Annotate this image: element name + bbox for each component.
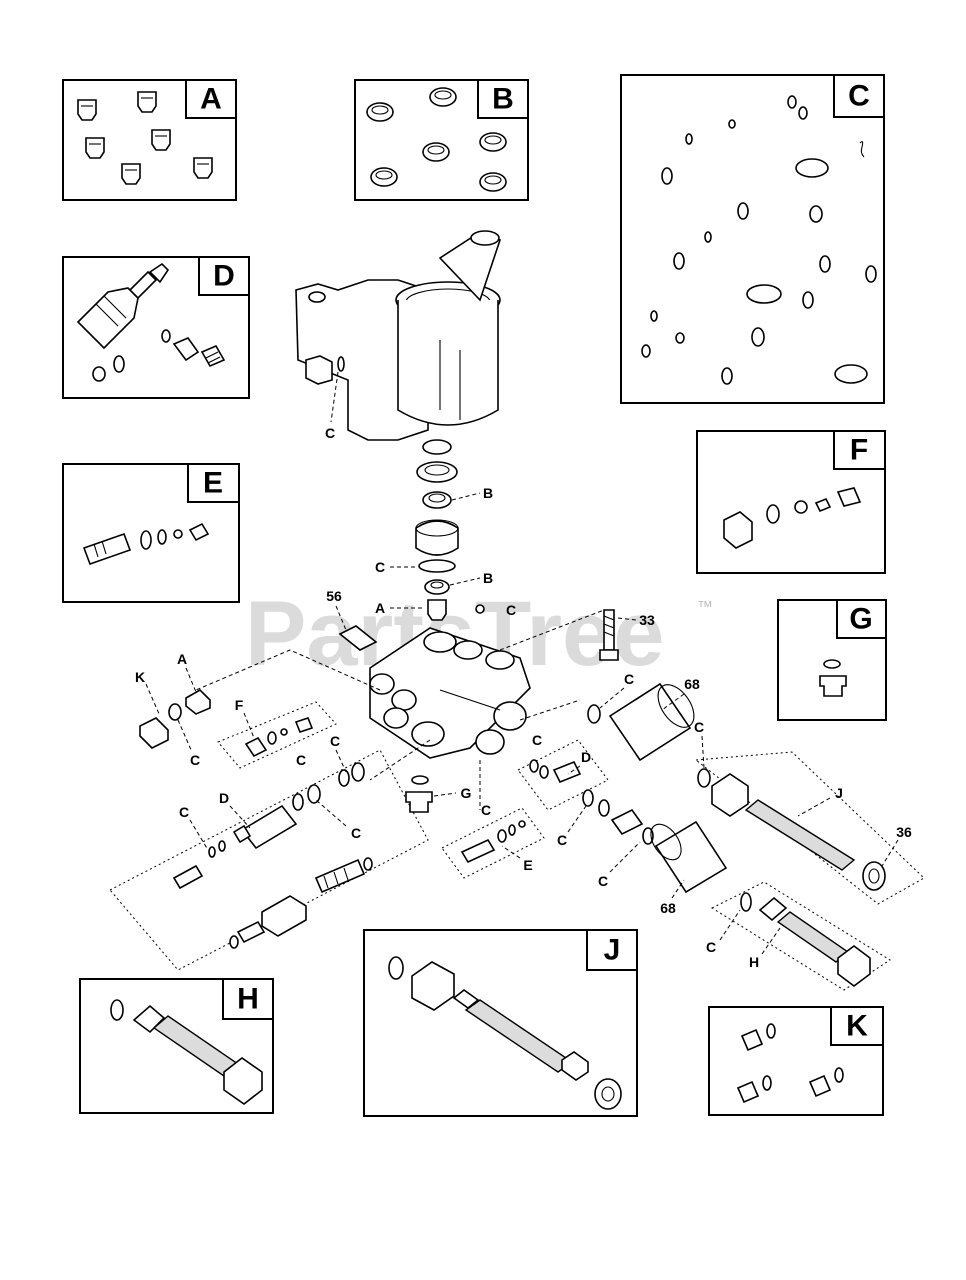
unloader-d-left <box>172 762 373 949</box>
callout-c-left2: C <box>179 804 189 820</box>
part-56-plug <box>338 625 378 651</box>
callout-c-right: C <box>694 719 704 735</box>
kit-label-j: J <box>604 934 621 967</box>
valve-kit-icon <box>723 487 862 549</box>
callout-f-left: F <box>235 697 244 713</box>
callout-c-top-left: C <box>330 733 340 749</box>
callout-a-left: A <box>177 651 187 667</box>
kit-d-mid-outline <box>517 739 609 811</box>
callout-c-seal: C <box>375 559 385 575</box>
o-ring-parts-icon <box>641 95 877 385</box>
callout-c-upper-right: C <box>624 671 634 687</box>
kit-box-g[interactable]: G <box>777 599 887 721</box>
kit-box-e[interactable]: E <box>62 463 240 603</box>
kit-label-f: F <box>850 434 868 467</box>
kit-label-e: E <box>203 467 223 500</box>
unloader-parts-icon <box>76 262 226 382</box>
callout-d-mid: D <box>581 749 591 765</box>
pump-manifold[interactable] <box>369 627 531 759</box>
kit-label-k: K <box>846 1010 868 1043</box>
callout-j-right: J <box>835 785 843 801</box>
kit-h-outline <box>710 881 891 991</box>
callout-k-left: K <box>135 669 145 685</box>
outlet-68-bottom <box>650 820 728 894</box>
kit-label-d: D <box>213 260 235 293</box>
callout-68-bottom: 68 <box>660 900 676 916</box>
valve-f-left <box>244 717 314 758</box>
outlet-68-top <box>587 682 695 762</box>
callout-d-left: D <box>219 790 229 806</box>
kit-d-outline <box>109 749 429 971</box>
kit-box-k[interactable]: K <box>708 1006 884 1116</box>
kit-label-b: B <box>492 83 514 116</box>
callout-c-mid2: C <box>557 832 567 848</box>
kit-box-d[interactable]: D <box>62 256 250 399</box>
watermark-trademark: ™ <box>697 599 713 616</box>
callout-c-center: C <box>506 602 516 618</box>
callout-c-left: C <box>190 752 200 768</box>
valve-assembly-icon <box>82 522 210 566</box>
callout-56: 56 <box>326 588 342 604</box>
callout-36: 36 <box>896 824 912 840</box>
valve-e-center <box>460 820 526 864</box>
callout-b-lower: B <box>483 570 493 586</box>
kit-label-c: C <box>848 80 870 113</box>
outlet-h-right <box>740 892 871 987</box>
callout-h-right: H <box>749 954 759 970</box>
outlet-pipe-icon <box>110 999 263 1105</box>
callout-c-right2: C <box>706 939 716 955</box>
kit-f-outline <box>217 701 337 769</box>
callout-c-e: C <box>481 802 491 818</box>
kit-box-h[interactable]: H <box>79 978 274 1114</box>
callout-g-center: G <box>461 785 472 801</box>
callout-c-mid: C <box>532 732 542 748</box>
valve-parts-icon <box>77 91 213 185</box>
plug-set-icon <box>736 1023 844 1104</box>
callout-a-center: A <box>375 600 385 616</box>
kit-box-f[interactable]: F <box>696 430 886 574</box>
callout-b-upper: B <box>483 485 493 501</box>
kit-box-a[interactable]: A <box>62 79 237 201</box>
kit-box-b[interactable]: B <box>354 79 529 201</box>
unloader-d-mid <box>529 759 654 845</box>
callout-c-mid3: C <box>598 873 608 889</box>
plug-icon <box>819 659 847 697</box>
kit-label-g: G <box>849 603 872 636</box>
plug-a-left <box>185 689 211 715</box>
inlet-pipe-icon <box>388 956 622 1110</box>
crankcase-housing[interactable] <box>295 230 501 441</box>
kit-label-h: H <box>237 983 259 1016</box>
plug-g-center <box>405 775 433 813</box>
kit-label-a: A <box>200 83 222 116</box>
piston-seal-stack[interactable] <box>415 439 459 621</box>
bolt-33 <box>599 609 619 661</box>
callout-68-top: 68 <box>684 676 700 692</box>
kit-box-c[interactable]: C <box>620 74 885 404</box>
plug-k-left <box>139 703 182 749</box>
callout-c-crankcase: C <box>325 425 335 441</box>
seal-parts-icon <box>366 87 507 192</box>
kit-e-outline <box>441 807 545 879</box>
callout-e-center: E <box>523 857 532 873</box>
crankcase-plug <box>305 355 345 385</box>
callout-33: 33 <box>639 612 655 628</box>
callout-c-f: C <box>296 752 306 768</box>
callout-c-left3: C <box>351 825 361 841</box>
center-ball <box>475 604 485 614</box>
kit-box-j[interactable]: J <box>363 929 638 1117</box>
inlet-j-right <box>697 768 886 891</box>
